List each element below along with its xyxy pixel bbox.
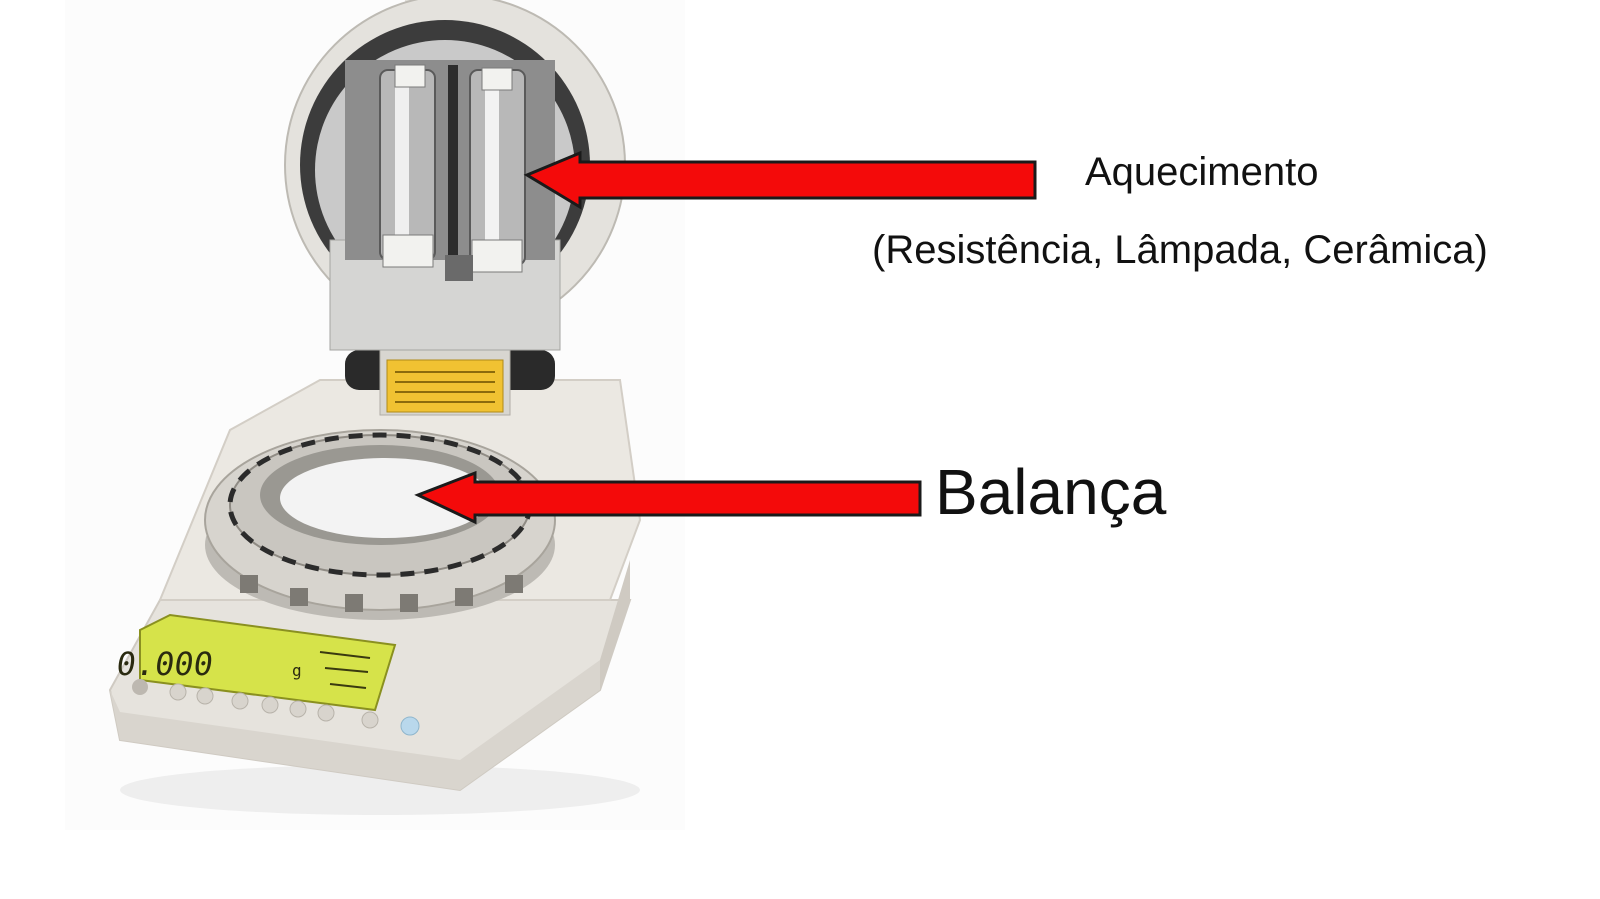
device-base-right bbox=[600, 560, 630, 690]
label-balance: Balança bbox=[935, 456, 1167, 528]
label-heating-title: Aquecimento bbox=[1085, 150, 1319, 194]
lcd-panel: 0.000 g bbox=[114, 613, 397, 712]
device-shadow bbox=[120, 765, 640, 815]
control-buttons bbox=[132, 679, 420, 736]
lcd-unit: g bbox=[292, 661, 302, 680]
heating-lid bbox=[284, 0, 626, 351]
label-heating-subtitle: (Resistência, Lâmpada, Cerâmica) bbox=[872, 228, 1488, 272]
hinge bbox=[345, 344, 555, 416]
weighing-pan bbox=[204, 429, 556, 620]
device-base-front bbox=[110, 660, 600, 790]
lcd-weight-readout: 0.000 bbox=[114, 645, 216, 683]
